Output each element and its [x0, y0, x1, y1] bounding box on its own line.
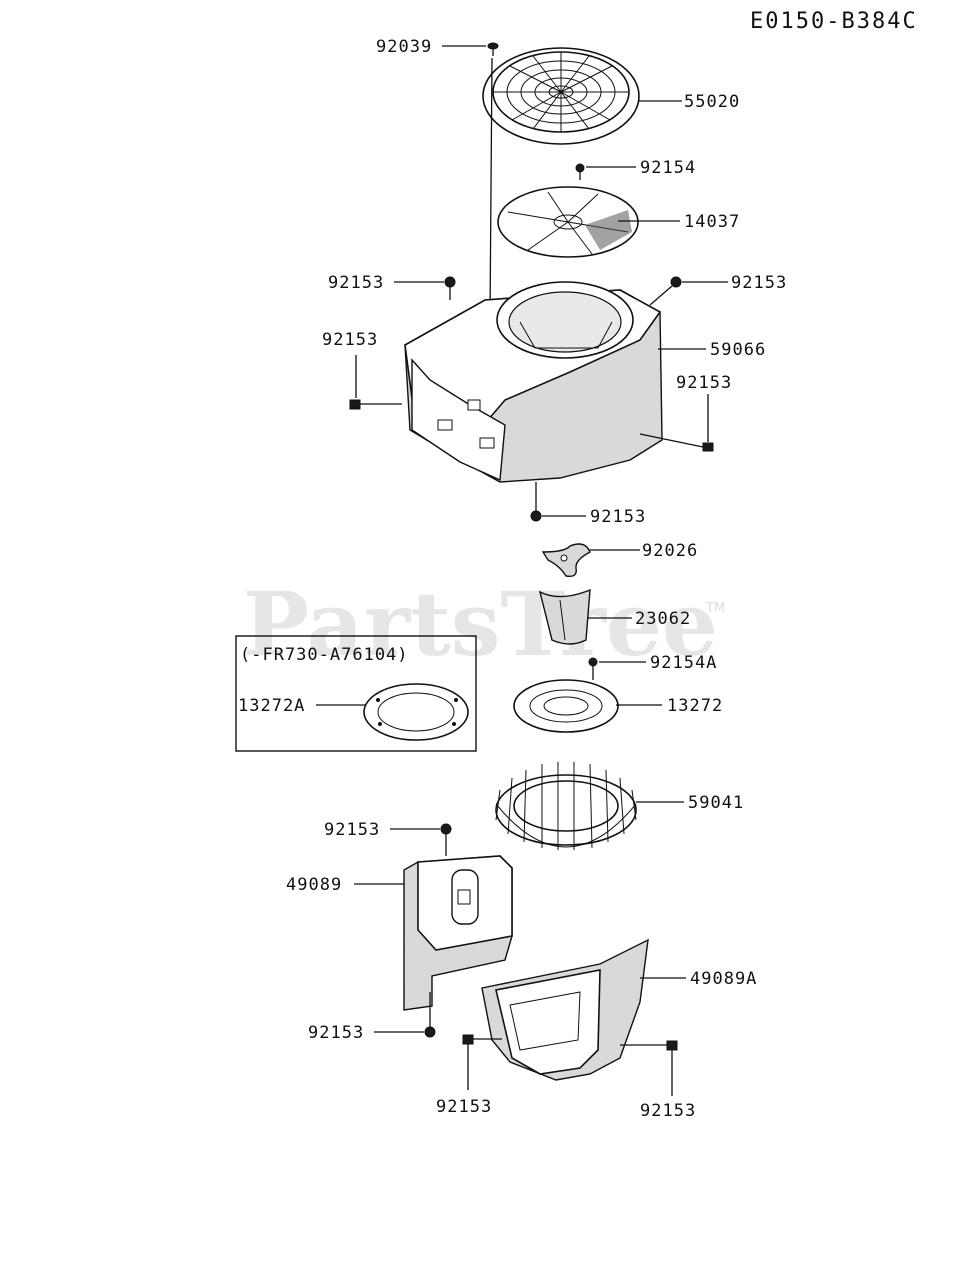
label-92154A[interactable]: 92154A: [650, 653, 717, 673]
label-92039[interactable]: 92039: [376, 37, 432, 57]
rotating-screen-55020[interactable]: [482, 47, 640, 145]
plate-13272[interactable]: [513, 679, 619, 733]
watermark-tm: TM: [705, 601, 725, 616]
label-92153-d[interactable]: 92153: [676, 373, 732, 393]
bolt-92153-c[interactable]: [349, 399, 402, 410]
label-49089[interactable]: 49089: [286, 875, 342, 895]
label-92153-c[interactable]: 92153: [322, 330, 378, 350]
label-23062[interactable]: 23062: [635, 609, 691, 629]
bolt-92153-b[interactable]: [649, 276, 682, 306]
bolt-92153-a[interactable]: [444, 276, 456, 300]
label-92026[interactable]: 92026: [642, 541, 698, 561]
screw-92039[interactable]: [487, 42, 499, 56]
label-92153-b[interactable]: 92153: [731, 273, 787, 293]
watermark: PartsTree: [243, 572, 718, 676]
label-59041[interactable]: 59041: [688, 793, 744, 813]
label-55020[interactable]: 55020: [684, 92, 740, 112]
label-92153-i[interactable]: 92153: [640, 1101, 696, 1121]
bolt-92153-d[interactable]: [639, 433, 714, 452]
bolt-92154[interactable]: [575, 163, 585, 180]
inset-box: [235, 635, 477, 752]
fan-guard-14037[interactable]: [497, 186, 639, 258]
bolt-92153-e[interactable]: [530, 482, 542, 522]
label-13272[interactable]: 13272: [667, 696, 723, 716]
label-59066[interactable]: 59066: [710, 340, 766, 360]
bolt-92153-g[interactable]: [424, 992, 436, 1038]
bolt-92154A[interactable]: [588, 657, 598, 680]
label-92153-a[interactable]: 92153: [328, 273, 384, 293]
bolt-92153-h[interactable]: [462, 1034, 502, 1090]
diagram-code: E0150-B384C: [750, 9, 918, 34]
fan-59041[interactable]: [495, 762, 637, 850]
label-92154[interactable]: 92154: [640, 158, 696, 178]
inset-title: (-FR730-A76104): [240, 645, 409, 665]
label-49089A[interactable]: 49089A: [690, 969, 757, 989]
plate-13272A[interactable]: [363, 683, 469, 741]
label-92153-e[interactable]: 92153: [590, 507, 646, 527]
baffle-49089A[interactable]: [481, 938, 649, 1081]
fan-housing-59066[interactable]: [404, 281, 663, 483]
label-14037[interactable]: 14037: [684, 212, 740, 232]
bolt-92153-f[interactable]: [440, 823, 452, 856]
duct-23062[interactable]: [538, 588, 591, 645]
label-92153-f[interactable]: 92153: [324, 820, 380, 840]
label-92153-g[interactable]: 92153: [308, 1023, 364, 1043]
baffle-49089[interactable]: [403, 855, 513, 1011]
bolt-92153-i[interactable]: [620, 1040, 678, 1096]
label-92153-h[interactable]: 92153: [436, 1097, 492, 1117]
plate-92026[interactable]: [541, 543, 591, 578]
label-13272A[interactable]: 13272A: [238, 696, 305, 716]
